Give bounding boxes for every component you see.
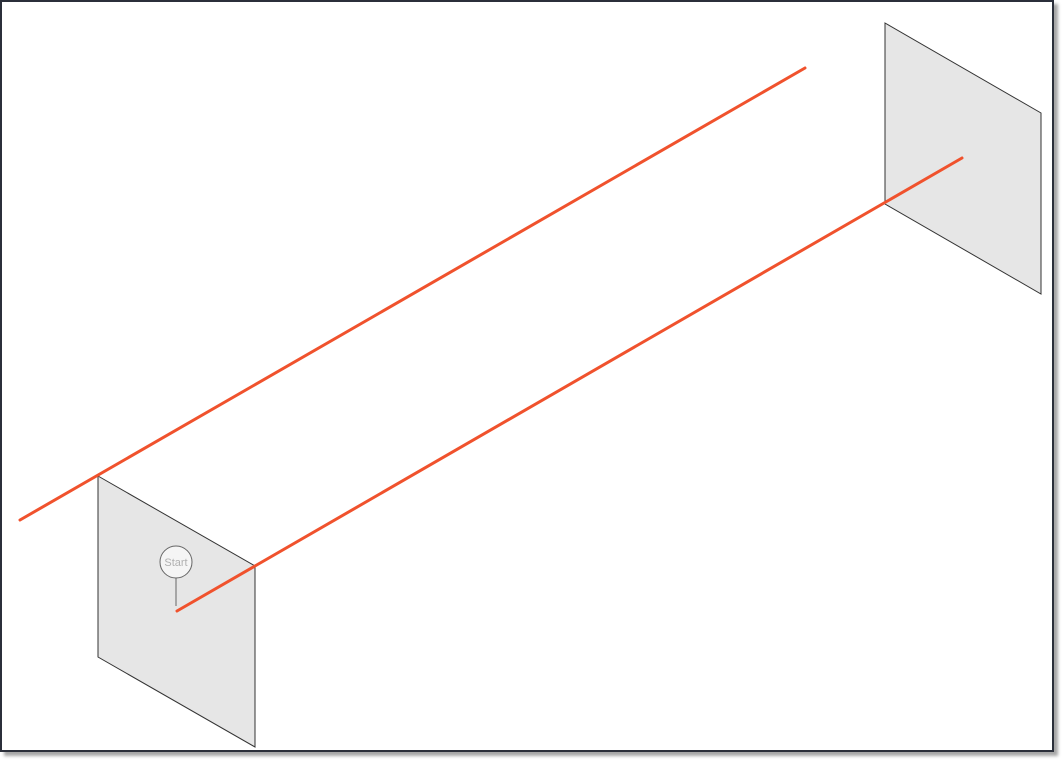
lower-route-line — [175, 156, 964, 613]
upper-route-line — [18, 66, 807, 522]
start-marker[interactable]: Start — [159, 545, 193, 606]
start-marker-label: Start — [164, 557, 187, 569]
start-marker-circle — [159, 545, 193, 579]
